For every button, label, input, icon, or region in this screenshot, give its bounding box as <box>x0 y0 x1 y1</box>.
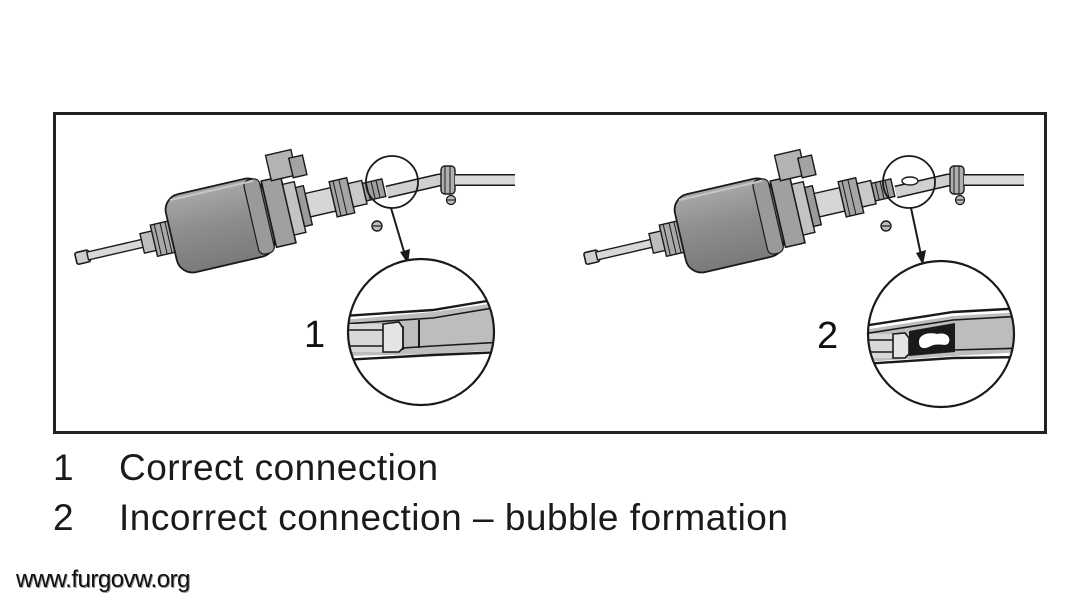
detail-correct-connection <box>346 257 496 407</box>
legend-number: 1 <box>53 447 75 488</box>
inspection-circle-incorrect <box>882 155 936 209</box>
watermark: www.furgovw.org <box>16 566 190 593</box>
pointer-arrow-incorrect <box>910 207 922 256</box>
arrowhead-incorrect <box>916 250 926 265</box>
air-bubble <box>919 333 950 349</box>
legend-item-correct: 1 Correct connection <box>53 446 439 490</box>
callout-number-correct: 1 <box>304 314 325 356</box>
fuel-pump-connection-diagram: 1 2 <box>53 112 1047 434</box>
bubble-mark-small <box>901 176 919 186</box>
pointer-arrow-correct <box>390 207 406 256</box>
figure-frame <box>53 112 1047 434</box>
legend-text: Correct connection <box>119 447 439 488</box>
legend-text: Incorrect connection – bubble formation <box>119 497 789 538</box>
detail-bubble-formation <box>866 259 1016 409</box>
legend-item-incorrect: 2 Incorrect connection – bubble formation <box>53 496 788 540</box>
callout-number-incorrect: 2 <box>817 315 838 357</box>
legend-number: 2 <box>53 497 75 538</box>
